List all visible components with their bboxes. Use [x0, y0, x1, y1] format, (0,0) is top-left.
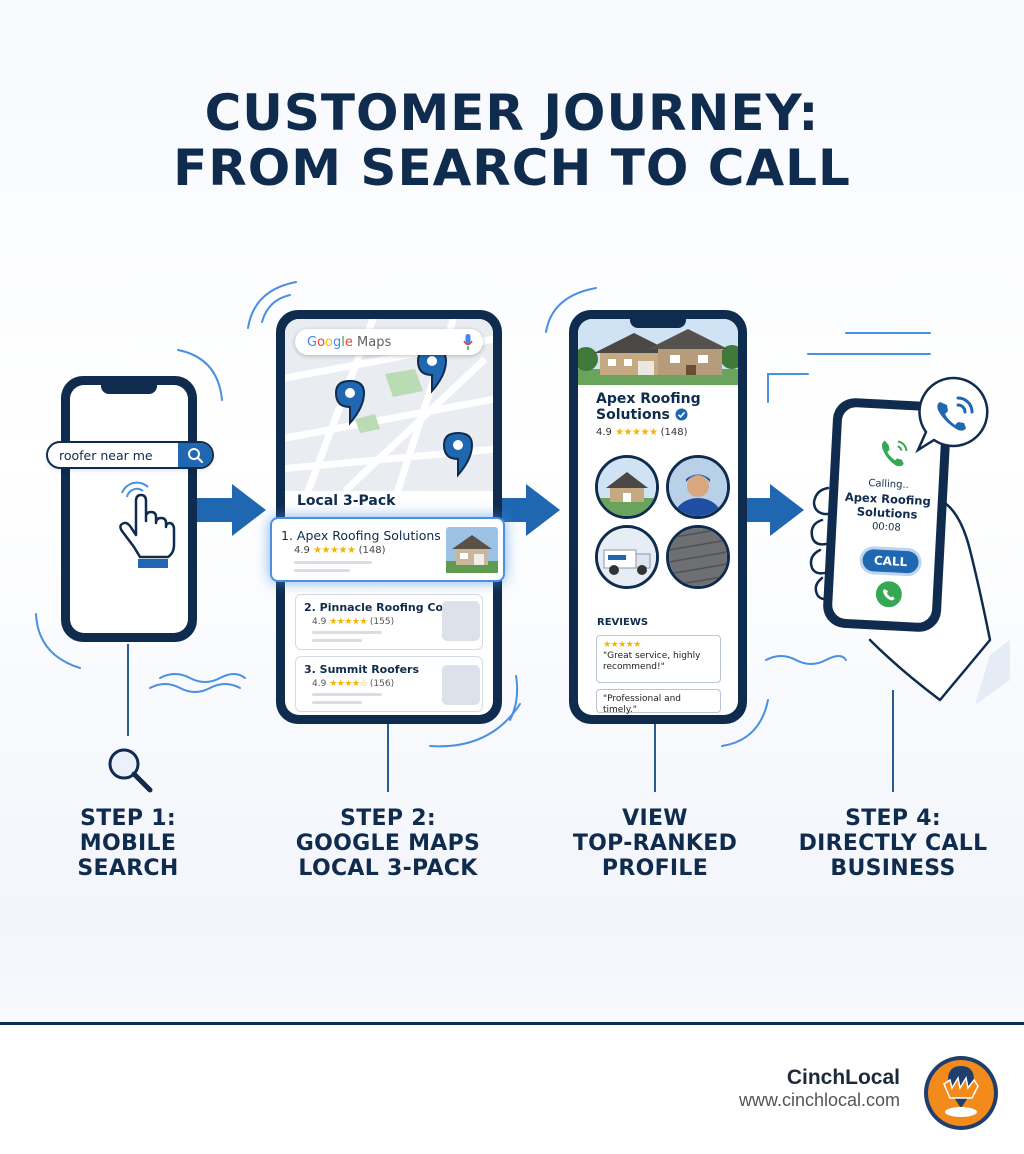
- listing-name: 3. Summit Roofers: [304, 663, 420, 676]
- answer-call-icon[interactable]: [875, 581, 902, 608]
- microphone-icon[interactable]: [463, 334, 473, 350]
- listing-rating: 4.9 ★★★★☆ (156): [312, 679, 395, 689]
- google-maps-logo: Google Maps: [307, 334, 392, 350]
- brand-url[interactable]: www.cinchlocal.com: [738, 1090, 900, 1110]
- step4-screen: Calling.. Apex Roofing Solutions 00:08 C…: [831, 406, 943, 624]
- photo-truck[interactable]: [595, 525, 659, 589]
- listing-rating: 4.9 ★★★★★ (155): [312, 617, 395, 627]
- house-banner-image: [578, 319, 738, 385]
- step3-screen: Apex Roofing Solutions 4.9 ★★★★★ (148) R…: [578, 319, 738, 715]
- verified-badge-icon: [675, 408, 688, 421]
- title-line-1: CUSTOMER JOURNEY:: [204, 84, 820, 142]
- page-title: CUSTOMER JOURNEY: FROM SEARCH TO CALL: [0, 86, 1024, 196]
- search-query: roofer near me: [59, 447, 153, 463]
- reviews-heading: REVIEWS: [597, 617, 649, 628]
- step1-screen: [70, 385, 188, 633]
- listing-name: 2. Pinnacle Roofing Co.: [304, 601, 448, 614]
- photo-shingles[interactable]: [666, 525, 730, 589]
- search-button[interactable]: [178, 443, 212, 467]
- photo-roofer[interactable]: [666, 455, 730, 519]
- listing-apex-highlighted[interactable]: 1. Apex Roofing Solutions 4.9 ★★★★★ (148…: [270, 517, 505, 582]
- listing-thumbnail: [442, 601, 480, 641]
- listing-name: 1. Apex Roofing Solutions: [281, 528, 441, 543]
- review-card: ★★★★★ "Great service, highly recommend!": [596, 635, 721, 683]
- call-business-name: Apex Roofing Solutions: [844, 489, 932, 522]
- listing-thumbnail: [442, 665, 480, 705]
- call-button[interactable]: CALL: [862, 548, 920, 574]
- footer: [0, 1025, 1024, 1154]
- listing-summit[interactable]: 3. Summit Roofers 4.9 ★★★★☆ (156): [295, 656, 483, 712]
- footer-divider: [0, 1022, 1024, 1025]
- house-thumbnail: [446, 527, 498, 573]
- search-input[interactable]: roofer near me: [46, 441, 214, 469]
- cinchlocal-logo-icon: [924, 1056, 998, 1130]
- listing-rating: 4.9 ★★★★★ (148): [294, 545, 386, 556]
- search-icon: [188, 448, 203, 463]
- call-bubble-icon: [915, 376, 989, 454]
- business-rating: 4.9 ★★★★★ (148): [596, 427, 688, 438]
- listing-pinnacle[interactable]: 2. Pinnacle Roofing Co. 4.9 ★★★★★ (155): [295, 594, 483, 650]
- decorative-lines: [35, 281, 931, 792]
- business-name: Apex Roofing Solutions: [596, 391, 701, 423]
- phone-ringing-icon: [881, 440, 908, 467]
- photo-house[interactable]: [595, 455, 659, 519]
- step1-phone: [61, 376, 197, 642]
- step3-phone: Apex Roofing Solutions 4.9 ★★★★★ (148) R…: [569, 310, 747, 724]
- step4-phone: Calling.. Apex Roofing Solutions 00:08 C…: [822, 397, 952, 633]
- review-card: "Professional and timely.": [596, 689, 721, 715]
- brand-name: CinchLocal: [786, 1066, 900, 1089]
- phone-notch: [630, 319, 686, 328]
- pointer-hand-icon: [119, 481, 176, 568]
- maps-search-bar[interactable]: Google Maps: [295, 329, 483, 355]
- magnifier-icon: [108, 748, 153, 793]
- phone-notch: [101, 385, 157, 394]
- title-line-2: FROM SEARCH TO CALL: [173, 139, 851, 197]
- local-3-pack-heading: Local 3-Pack: [297, 493, 396, 509]
